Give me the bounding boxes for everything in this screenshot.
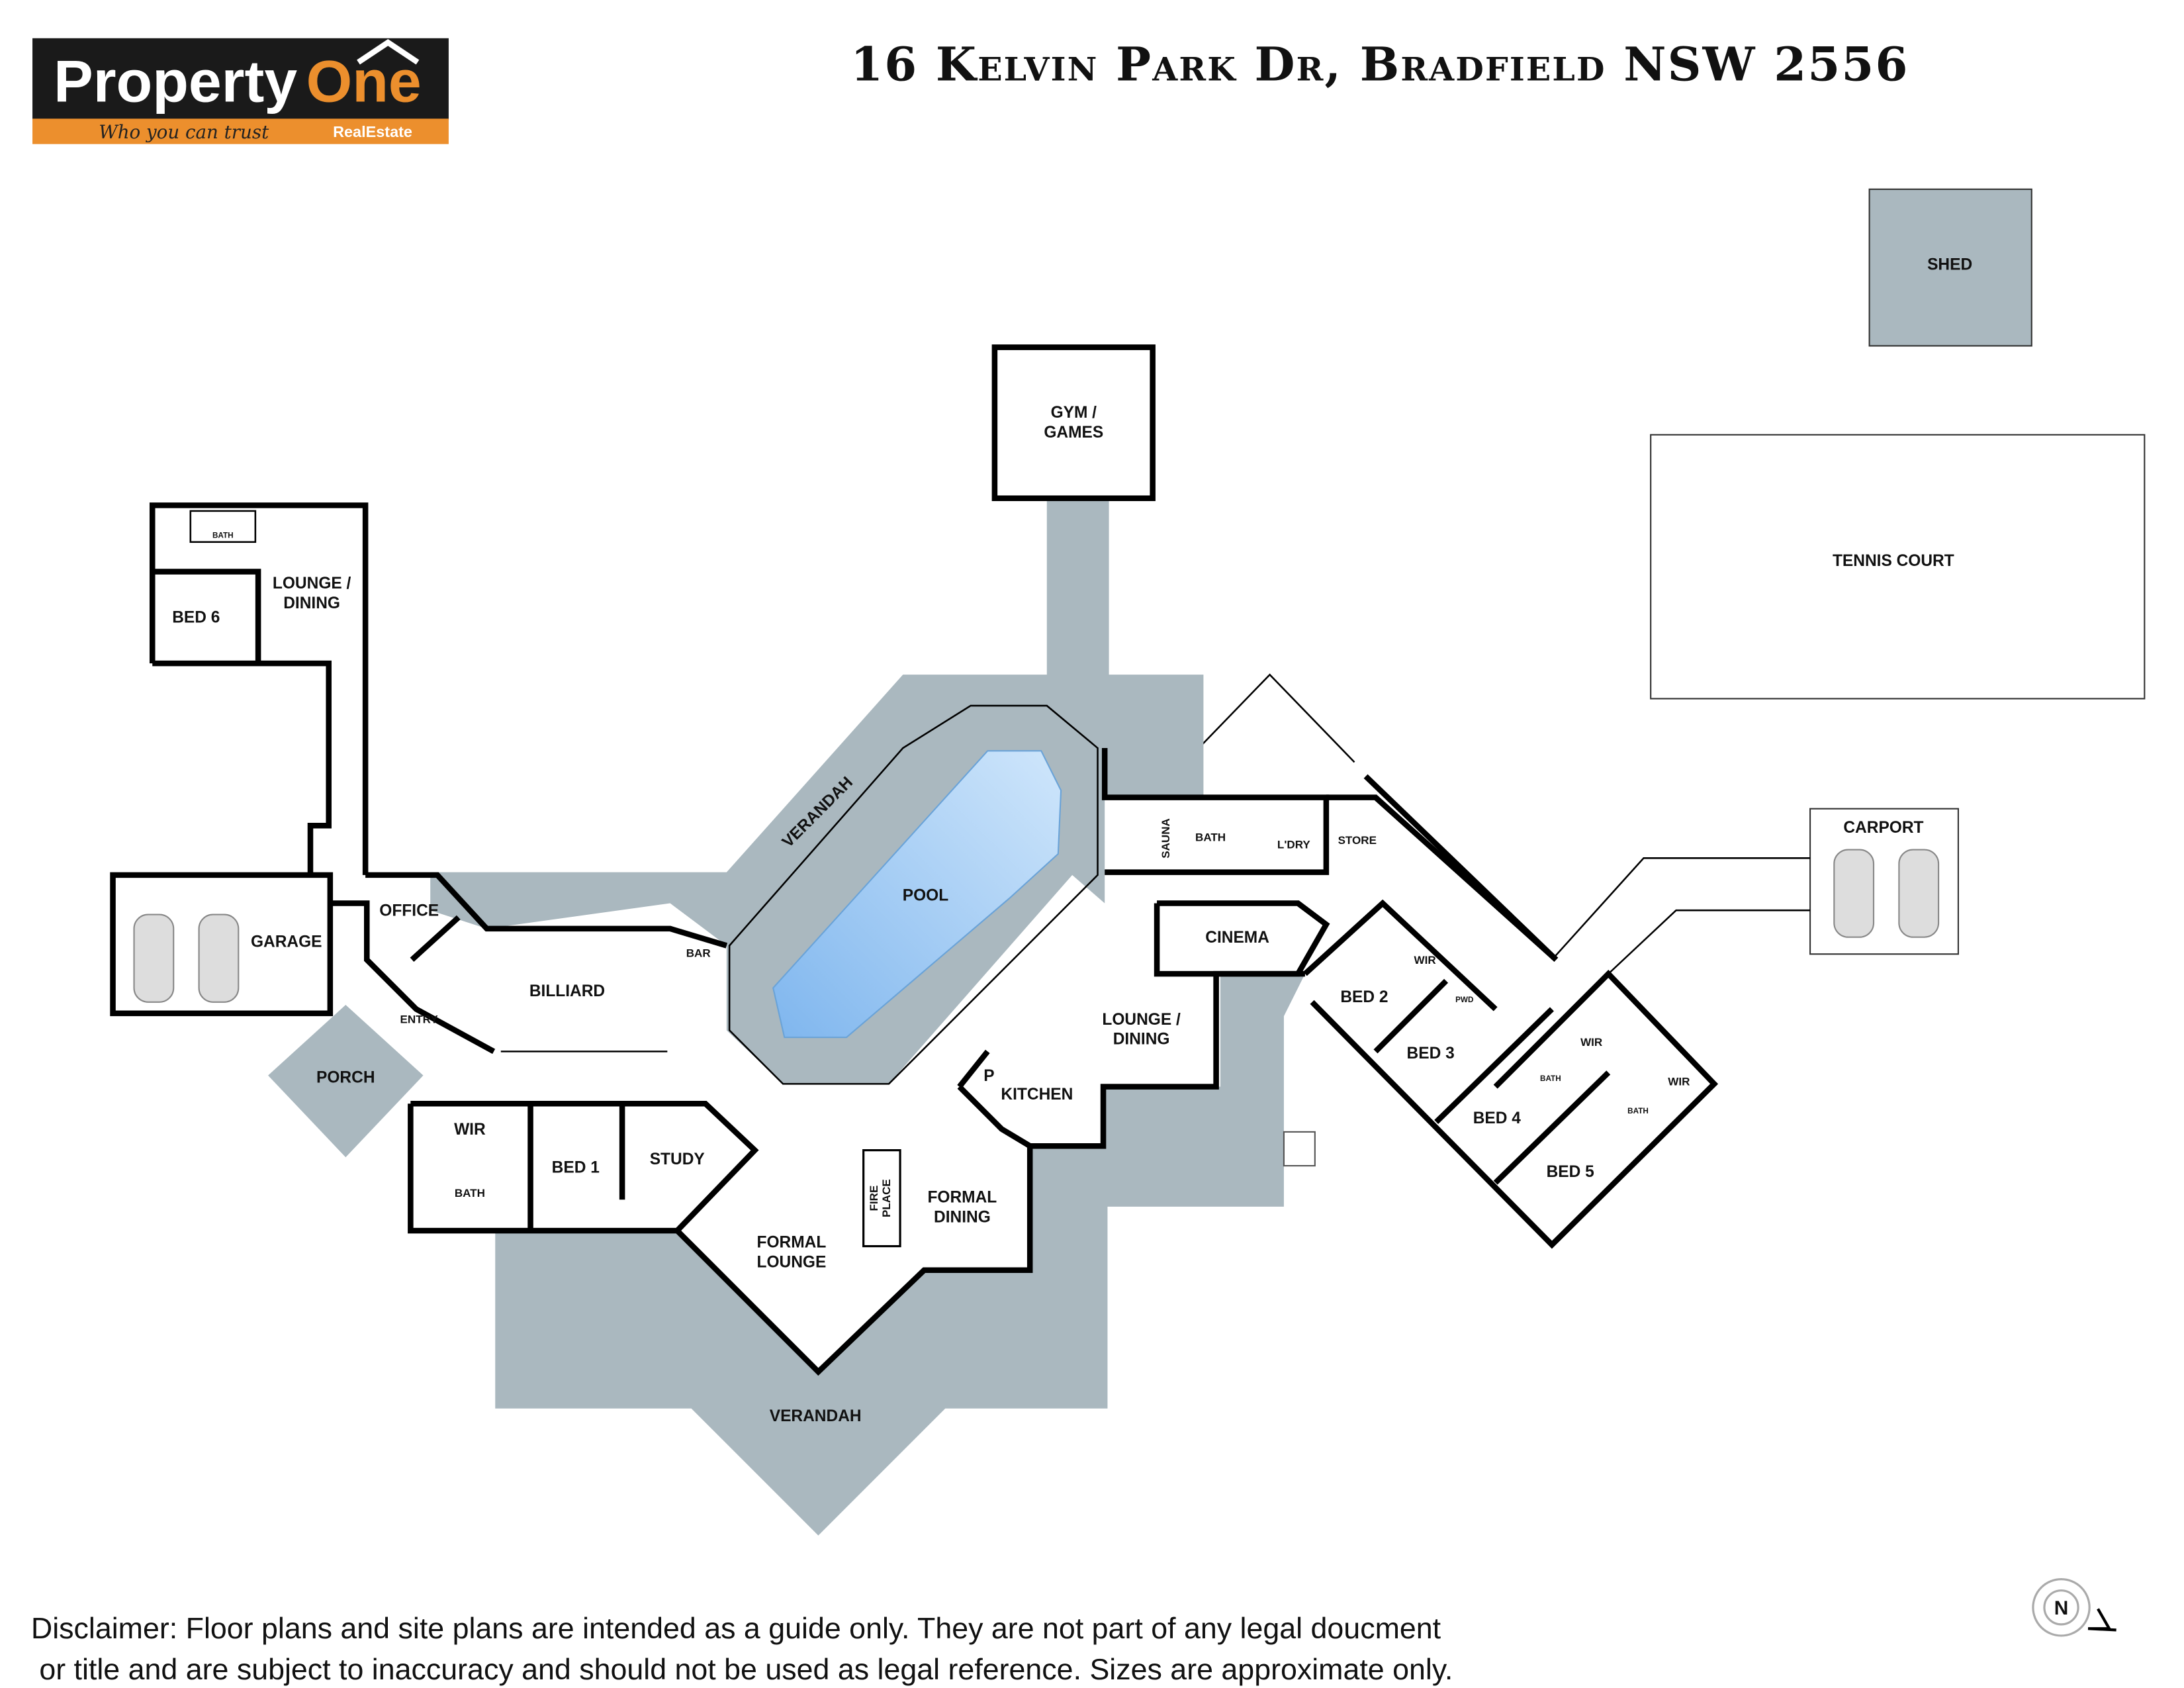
label-bed2: BED 2 bbox=[1340, 988, 1388, 1006]
label-pwd: PWD bbox=[1455, 996, 1473, 1004]
label-fireplace-1: FIRE bbox=[868, 1186, 880, 1211]
label-formal-dining-2: DINING bbox=[934, 1208, 991, 1226]
label-bath-4: BATH bbox=[1540, 1074, 1561, 1083]
walls bbox=[110, 344, 1719, 1376]
label-tennis-court: TENNIS COURT bbox=[1833, 552, 1954, 570]
gym-walkway bbox=[1046, 499, 1109, 678]
label-formal-lounge-2: LOUNGE bbox=[757, 1254, 827, 1272]
logo-sub: RealEstate bbox=[333, 123, 412, 140]
label-lounge-dining-2: DINING bbox=[1113, 1031, 1170, 1049]
label-gym-2: GAMES bbox=[1044, 424, 1103, 442]
label-pool: POOL bbox=[903, 886, 948, 904]
label-wir-2: WIR bbox=[1414, 954, 1436, 966]
label-formal-dining-1: FORMAL bbox=[927, 1188, 997, 1206]
label-bed6: BED 6 bbox=[172, 608, 220, 626]
label-sauna: SAUNA bbox=[1160, 818, 1172, 859]
roof-icon bbox=[357, 39, 420, 65]
label-wir-4: WIR bbox=[1580, 1036, 1602, 1049]
label-bath-e: BATH bbox=[1195, 831, 1226, 844]
north-compass-icon: N bbox=[2032, 1578, 2116, 1637]
label-pantry: P bbox=[983, 1067, 994, 1085]
label-formal-lounge-1: FORMAL bbox=[757, 1234, 827, 1252]
label-ldry: L'DRY bbox=[1277, 838, 1310, 851]
propertyone-logo: Property One Who you can trust RealEstat… bbox=[32, 38, 449, 144]
label-bed4: BED 4 bbox=[1473, 1109, 1522, 1127]
verandah-south bbox=[495, 974, 1305, 1536]
label-study: STUDY bbox=[650, 1150, 705, 1168]
shed bbox=[1868, 188, 2032, 347]
label-office: OFFICE bbox=[379, 902, 439, 920]
label-lounge-dining-n-2: DINING bbox=[283, 594, 340, 612]
label-bath-5: BATH bbox=[1627, 1107, 1649, 1115]
label-kitchen: KITCHEN bbox=[1001, 1086, 1073, 1103]
label-cinema: CINEMA bbox=[1205, 929, 1269, 947]
label-garage: GARAGE bbox=[251, 933, 322, 951]
label-porch: PORCH bbox=[316, 1068, 375, 1086]
label-bed3: BED 3 bbox=[1407, 1045, 1455, 1062]
logo-brand-white: Property bbox=[54, 48, 297, 115]
disclaimer-line-1: Disclaimer: Floor plans and site plans a… bbox=[31, 1612, 1441, 1645]
car-icons bbox=[133, 849, 1940, 1003]
label-lounge-dining-1: LOUNGE / bbox=[1102, 1011, 1181, 1029]
page-title: 16 Kelvin Park Dr, Bradfield NSW 2556 bbox=[850, 37, 1909, 92]
label-bed5: BED 5 bbox=[1547, 1163, 1594, 1181]
label-store: STORE bbox=[1338, 834, 1377, 847]
label-bar: BAR bbox=[686, 947, 711, 960]
tennis-court bbox=[1650, 434, 2146, 700]
label-bed1: BED 1 bbox=[552, 1159, 600, 1177]
label-lounge-dining-n-1: LOUNGE / bbox=[273, 575, 351, 592]
label-gym-1: GYM / bbox=[1051, 404, 1097, 422]
label-shed: SHED bbox=[1927, 256, 1972, 273]
label-carport: CARPORT bbox=[1843, 819, 1923, 837]
label-bath-w: BATH bbox=[455, 1187, 485, 1199]
label-billiard: BILLIARD bbox=[529, 982, 605, 1000]
label-fireplace-2: PLACE bbox=[880, 1179, 893, 1217]
label-bath-n: BATH bbox=[212, 531, 234, 539]
label-wir-w: WIR bbox=[454, 1121, 486, 1139]
label-verandah-s: VERANDAH bbox=[770, 1407, 862, 1425]
porch bbox=[268, 1005, 424, 1158]
disclaimer-line-2: or title and are subject to inaccuracy a… bbox=[31, 1653, 1453, 1686]
label-wir-5: WIR bbox=[1668, 1076, 1690, 1088]
logo-tagline: Who you can trust bbox=[99, 121, 269, 143]
compass-label: N bbox=[2054, 1597, 2069, 1619]
pool bbox=[772, 750, 1062, 1039]
label-entry: ENTRY bbox=[400, 1013, 439, 1026]
